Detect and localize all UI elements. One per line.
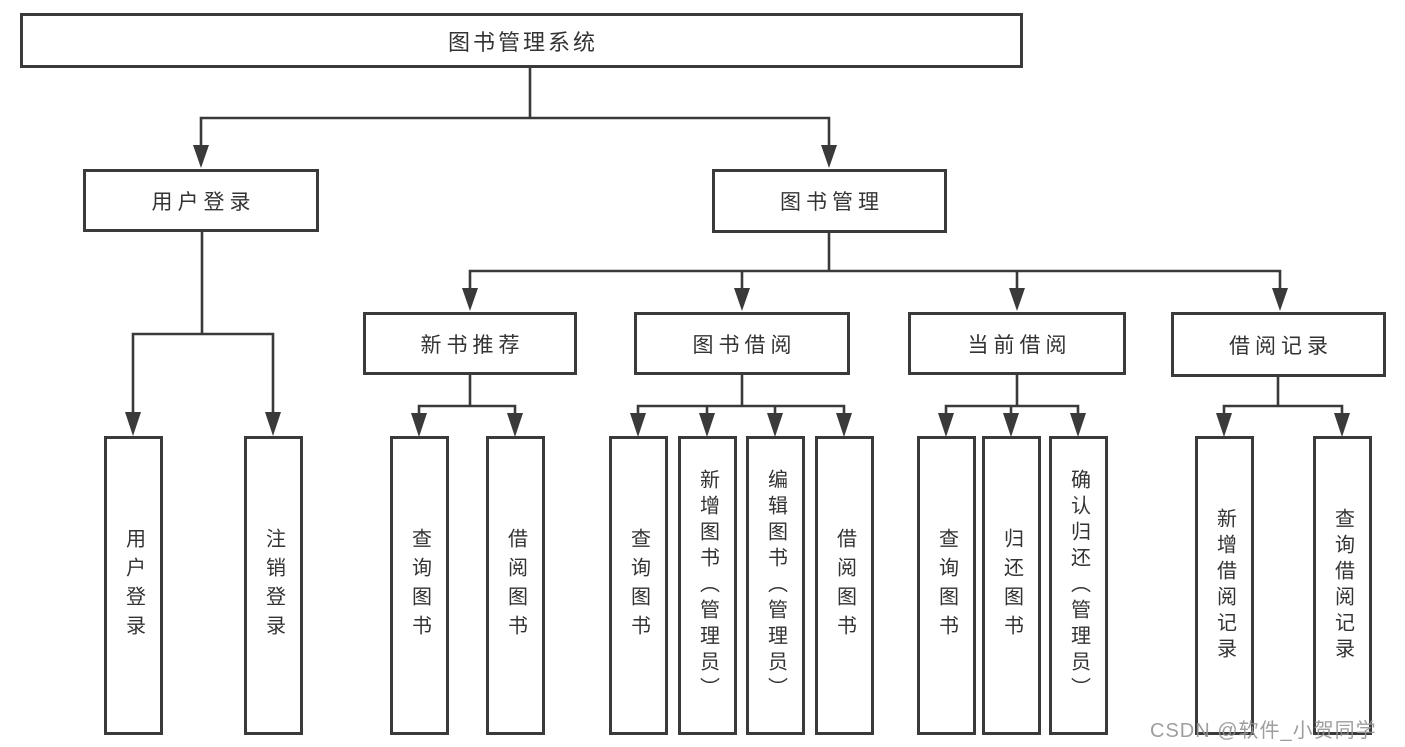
connector-root-to-level2 xyxy=(199,66,831,149)
node-book-management-label: 图书管理 xyxy=(780,191,884,214)
node-new-book-recommend-label: 新书推荐 xyxy=(420,333,525,357)
leaf-user-login-label: 用户登录 xyxy=(122,527,145,644)
csdn-watermark: CSDN @软件_小贺同学 xyxy=(1150,720,1377,742)
node-current-borrow: 当前借阅 xyxy=(908,312,1126,375)
leaf-user-login: 用户登录 xyxy=(104,436,163,735)
connector-new-book-children xyxy=(417,373,517,417)
node-library-management-system-label: 图书管理系统 xyxy=(447,29,598,55)
arrowheads-borrow-records-children xyxy=(1216,413,1350,437)
leaf-add-book-admin-label: 新增图书（管理员） xyxy=(696,468,719,703)
leaf-return-books-label: 归还图书 xyxy=(1000,527,1023,644)
leaf-query-borrow-record: 查询借阅记录 xyxy=(1313,436,1372,735)
leaf-query-books-current-label: 查询图书 xyxy=(935,527,958,644)
leaf-query-borrow-record-label: 查询借阅记录 xyxy=(1331,507,1354,664)
leaf-edit-book-admin: 编辑图书（管理员） xyxy=(746,436,805,735)
leaf-query-books-borrow-label: 查询图书 xyxy=(627,527,650,644)
leaf-return-books: 归还图书 xyxy=(982,436,1041,735)
node-book-borrow-label: 图书借阅 xyxy=(692,333,797,357)
leaf-borrow-books: 借阅图书 xyxy=(815,436,874,735)
node-borrow-records: 借阅记录 xyxy=(1171,312,1386,377)
node-borrow-records-label: 借阅记录 xyxy=(1229,334,1333,358)
connector-user-login-children xyxy=(131,230,275,416)
leaf-add-borrow-record-label: 新增借阅记录 xyxy=(1213,507,1236,664)
arrowheads-current-borrow-children xyxy=(938,413,1086,437)
leaf-edit-book-admin-label: 编辑图书（管理员） xyxy=(764,468,787,703)
leaf-query-books-current: 查询图书 xyxy=(917,436,976,735)
node-new-book-recommend: 新书推荐 xyxy=(363,312,577,375)
connector-book-management-children xyxy=(468,231,1282,292)
leaf-confirm-return-admin-label: 确认归还（管理员） xyxy=(1067,468,1090,703)
arrowheads-new-book-children xyxy=(411,413,523,437)
node-user-login: 用户登录 xyxy=(83,169,319,232)
arrowheads-user-login-children xyxy=(125,412,281,436)
leaf-query-books-recommend: 查询图书 xyxy=(390,436,449,735)
node-library-management-system: 图书管理系统 xyxy=(20,13,1023,68)
connector-borrow-records-children xyxy=(1222,375,1344,417)
leaf-confirm-return-admin: 确认归还（管理员） xyxy=(1049,436,1108,735)
leaf-logout-label: 注销登录 xyxy=(262,527,285,644)
connector-current-borrow-children xyxy=(944,373,1080,417)
leaf-add-borrow-record: 新增借阅记录 xyxy=(1195,436,1254,735)
node-book-borrow: 图书借阅 xyxy=(634,312,850,375)
node-book-management: 图书管理 xyxy=(712,169,947,233)
node-current-borrow-label: 当前借阅 xyxy=(967,333,1072,357)
node-user-login-label: 用户登录 xyxy=(151,190,256,214)
leaf-logout: 注销登录 xyxy=(244,436,303,735)
arrowheads-book-management-children xyxy=(462,288,1288,311)
leaf-query-books-borrow: 查询图书 xyxy=(609,436,668,735)
arrowheads-book-borrow-children xyxy=(630,413,852,437)
leaf-borrow-books-label: 借阅图书 xyxy=(833,527,856,644)
leaf-borrow-books-recommend-label: 借阅图书 xyxy=(504,527,527,644)
arrowheads-root-to-level2 xyxy=(193,145,837,168)
leaf-query-books-recommend-label: 查询图书 xyxy=(408,527,431,644)
leaf-borrow-books-recommend: 借阅图书 xyxy=(486,436,545,735)
connector-book-borrow-children xyxy=(636,373,846,417)
leaf-add-book-admin: 新增图书（管理员） xyxy=(678,436,737,735)
